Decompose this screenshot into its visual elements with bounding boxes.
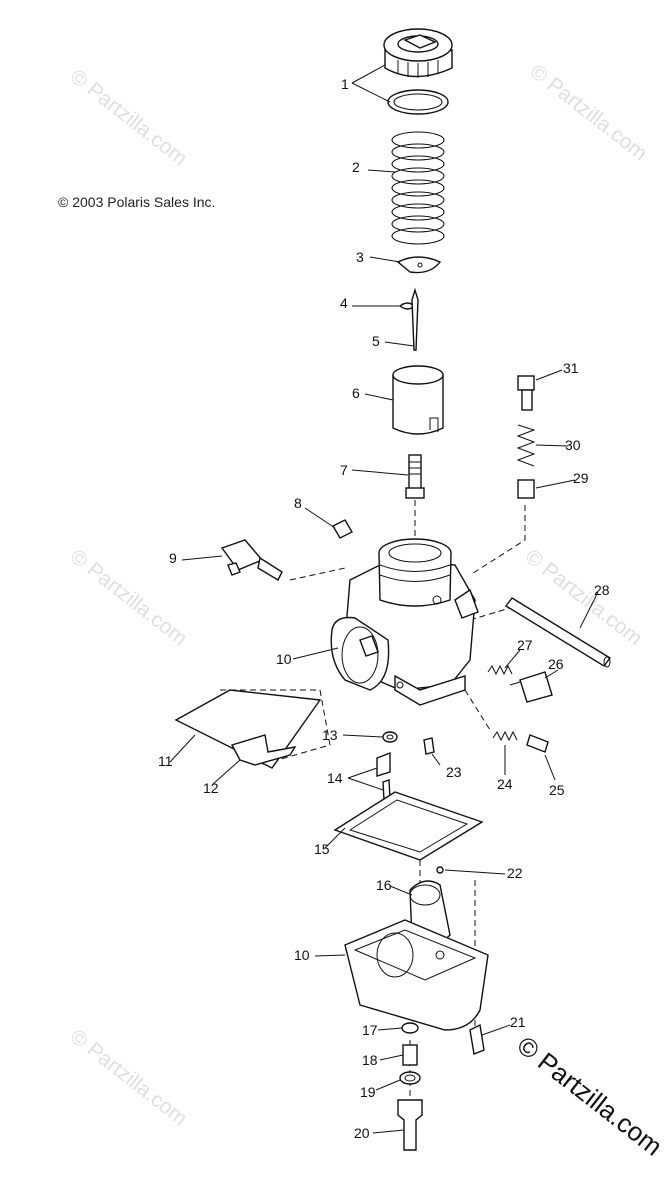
- leader-line: [364, 393, 394, 401]
- callout-number: 1: [341, 76, 349, 92]
- vent-tube: [504, 597, 612, 668]
- washer: [382, 731, 398, 743]
- needle-plate: [396, 256, 442, 274]
- leader-line: [314, 954, 346, 957]
- leader-line: [351, 64, 391, 103]
- leader-line: [544, 669, 559, 679]
- leader-line: [292, 647, 339, 660]
- leader-line: [347, 767, 384, 791]
- spring: [391, 131, 445, 245]
- callout-number: 16: [376, 877, 392, 893]
- o-ring-small: [399, 1071, 421, 1085]
- main-jet: [402, 1044, 418, 1066]
- callout-number: 2: [352, 159, 360, 175]
- leader-line: [377, 1027, 403, 1031]
- leader-line: [544, 754, 556, 781]
- callout-number: 6: [352, 385, 360, 401]
- assembly-line: [464, 689, 491, 731]
- o-ring: [387, 89, 449, 115]
- plug: [332, 519, 353, 539]
- callout-number: 11: [158, 753, 173, 769]
- leader-line: [375, 1079, 401, 1091]
- leader-line: [384, 341, 415, 347]
- leader-line: [535, 369, 563, 381]
- callout-number: 7: [340, 462, 348, 478]
- pilot-screw: [423, 737, 435, 755]
- float-pin: [436, 866, 444, 874]
- adjust-screw: [509, 671, 553, 703]
- carburetor-body: [330, 538, 479, 706]
- callout-number: 23: [446, 764, 462, 780]
- leader-line: [169, 734, 196, 763]
- leader-line: [579, 591, 599, 629]
- float-bowl-gasket: [333, 791, 484, 861]
- leader-line: [444, 869, 506, 875]
- leader-line: [304, 507, 336, 529]
- needle-jet: [405, 454, 425, 499]
- callout-number: 5: [372, 333, 380, 349]
- callout-number: 19: [360, 1084, 376, 1100]
- callout-number: 29: [573, 470, 589, 486]
- callout-number: 10: [294, 947, 310, 963]
- leader-line: [372, 1129, 405, 1134]
- bowl-screw: [469, 1023, 485, 1055]
- top-cap: [383, 28, 453, 78]
- leader-line: [212, 759, 241, 785]
- callout-number: 24: [497, 776, 513, 792]
- cable-adjuster-nut: [517, 479, 535, 499]
- throttle-slide: [392, 365, 444, 435]
- callout-number: 27: [517, 637, 533, 653]
- idle-screw: [526, 734, 549, 753]
- callout-number: 28: [594, 582, 610, 598]
- callout-number: 17: [362, 1022, 378, 1038]
- mounting-bracket: [230, 734, 297, 766]
- callout-number: 31: [563, 360, 579, 376]
- cable-adjuster: [517, 375, 535, 411]
- jet-needle: [411, 287, 419, 351]
- leader-line: [535, 479, 576, 489]
- leader-line: [504, 649, 521, 669]
- choke-plunger: [220, 539, 283, 581]
- drain-washer: [401, 1022, 419, 1034]
- assembly-line: [220, 689, 331, 766]
- leader-line: [324, 827, 346, 849]
- leader-line: [181, 555, 223, 561]
- leader-line: [389, 885, 413, 896]
- callout-number: 13: [322, 727, 338, 743]
- callout-number: 4: [340, 295, 348, 311]
- callout-number: 18: [362, 1052, 378, 1068]
- assembly-line: [469, 505, 526, 576]
- copyright-text: © 2003 Polaris Sales Inc.: [58, 194, 216, 210]
- callout-number: 26: [548, 656, 564, 672]
- drain-plug: [397, 1099, 423, 1151]
- callout-number: 21: [510, 1014, 526, 1030]
- callout-number: 12: [203, 780, 219, 796]
- callout-number: 9: [169, 550, 177, 566]
- callout-number: 3: [356, 249, 364, 265]
- callout-number: 15: [314, 841, 330, 857]
- leader-line: [342, 734, 384, 738]
- leader-line: [431, 753, 441, 766]
- callout-number: 30: [565, 437, 581, 453]
- leader-line: [369, 256, 401, 263]
- callout-number: 8: [294, 495, 302, 511]
- leader-line: [367, 169, 396, 173]
- callout-number: 25: [549, 782, 565, 798]
- cable-spring: [516, 424, 536, 467]
- adjust-spring: [487, 664, 513, 676]
- leader-line: [379, 1054, 404, 1061]
- pilot-jet: [376, 751, 391, 801]
- float-bowl: [344, 919, 489, 1031]
- callout-number: 20: [354, 1125, 370, 1141]
- callout-number: 14: [327, 770, 343, 786]
- idle-spring: [492, 730, 518, 742]
- leader-line: [535, 444, 569, 447]
- callout-number: 10: [276, 651, 292, 667]
- assembly-line: [289, 567, 346, 581]
- callout-number: 22: [507, 865, 523, 881]
- leader-line: [481, 1024, 511, 1036]
- leader-line: [351, 469, 409, 476]
